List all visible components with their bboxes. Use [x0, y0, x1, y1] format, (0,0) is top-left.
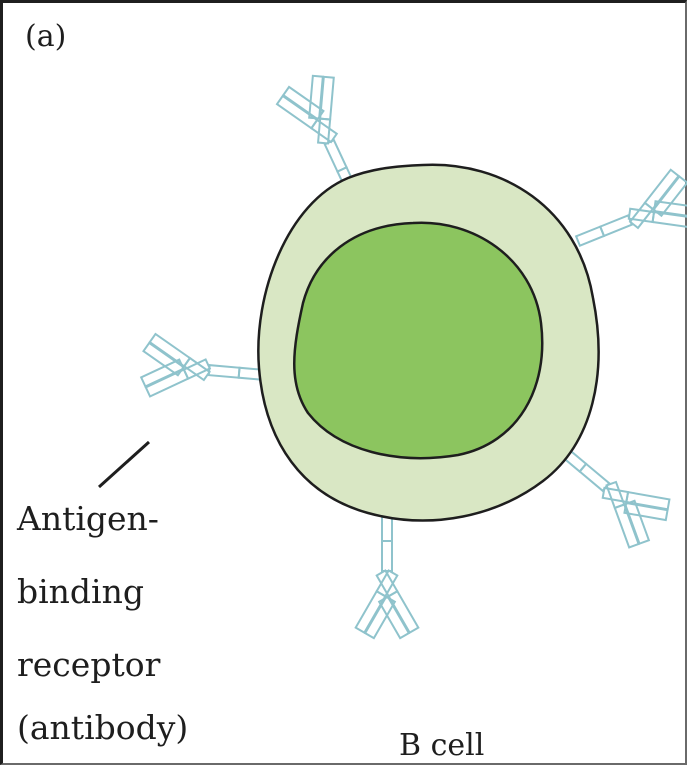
b-cell-label: B cell — [399, 728, 484, 763]
receptor-label-line-2: binding — [17, 572, 144, 611]
receptor-label-line-1: Antigen- — [17, 499, 159, 538]
antibody-icon — [140, 333, 268, 406]
antibody-icon — [566, 166, 687, 270]
receptor-label-line-3: receptor — [17, 645, 160, 684]
leader-line — [99, 442, 149, 487]
nucleus — [294, 223, 542, 458]
receptor-label-line-4: (antibody) — [17, 708, 188, 747]
antibody-icon — [356, 515, 419, 638]
panel-label: (a) — [25, 19, 66, 54]
